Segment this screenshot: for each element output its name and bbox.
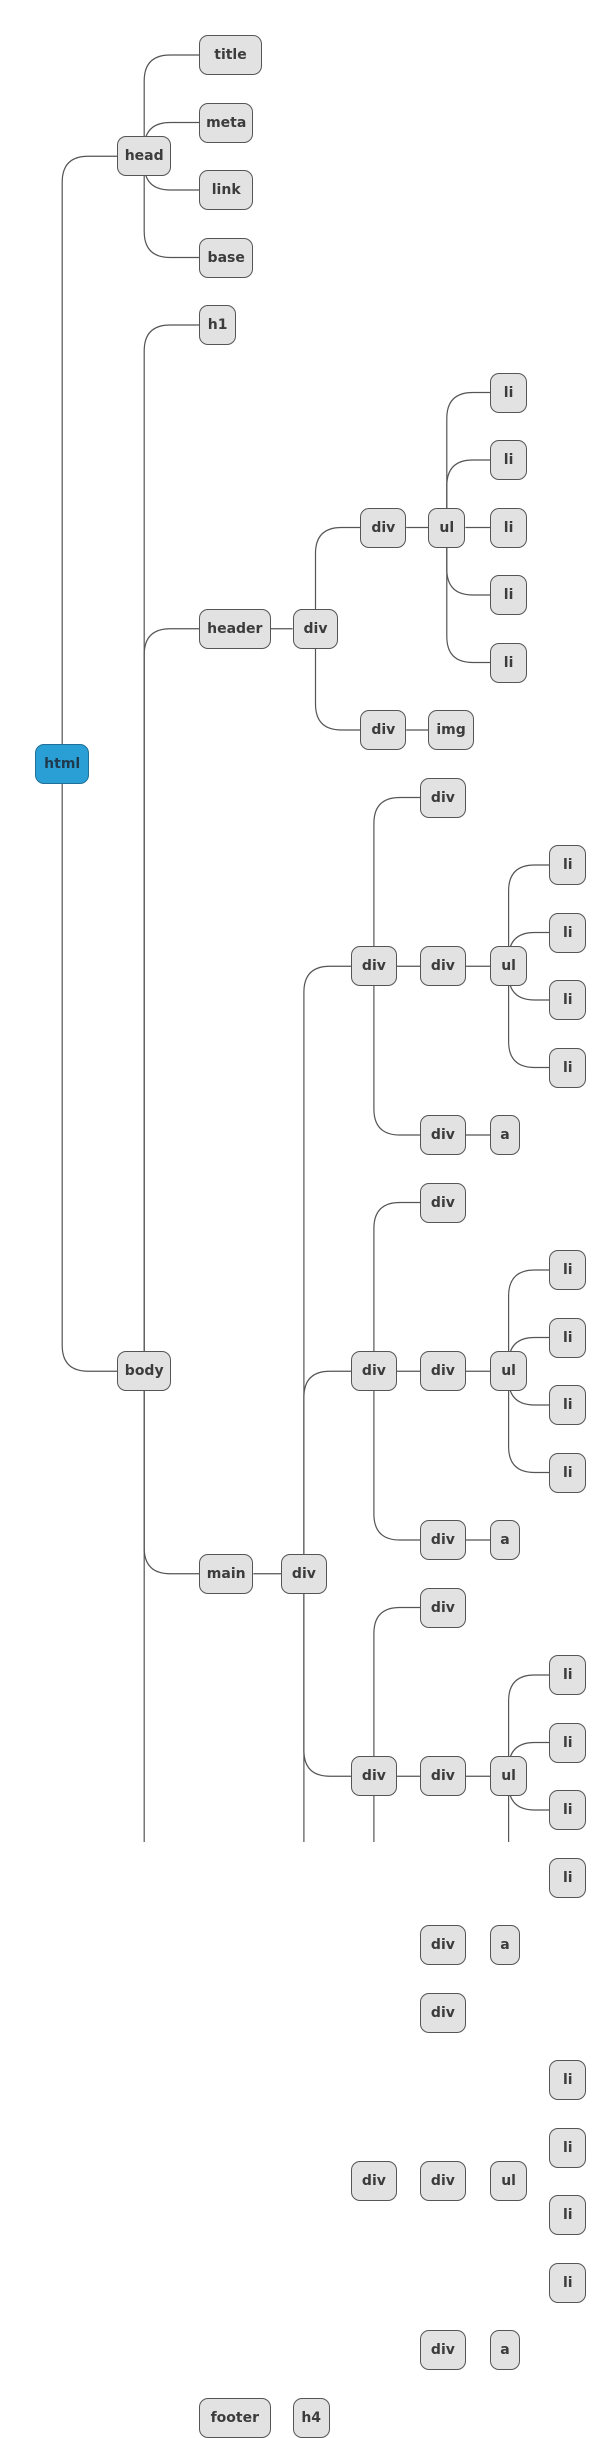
tree-node-div[interactable]: div [420, 1587, 466, 1628]
tree-node-li[interactable]: li [549, 1047, 587, 1088]
tree-node-a[interactable]: a [490, 1925, 520, 1965]
tree-node-a[interactable]: a [490, 1520, 520, 1560]
tree-node-div[interactable]: div [420, 1115, 466, 1155]
edge-ul-to-li [508, 1269, 550, 1372]
tree-node-div[interactable]: div [281, 1553, 327, 1594]
tree-node-li[interactable]: li [549, 1385, 587, 1425]
tree-node-div[interactable]: div [360, 710, 407, 750]
tree-node-base[interactable]: base [199, 237, 254, 278]
tree-node-li[interactable]: li [549, 2262, 587, 2303]
edge-div-to-div [373, 796, 420, 967]
tree-node-li[interactable]: li [549, 1250, 587, 1290]
tree-node-a[interactable]: a [490, 1115, 520, 1155]
tree-node-ul[interactable]: ul [490, 2161, 528, 2202]
tree-node-div[interactable]: div [420, 1182, 466, 1223]
tree-node-li[interactable]: li [490, 372, 528, 413]
tree-node-li[interactable]: li [549, 1722, 587, 1763]
edge-ul-to-li [446, 459, 490, 528]
tree-node-li[interactable]: li [549, 2127, 587, 2168]
tree-node-li[interactable]: li [490, 575, 528, 615]
tree-node-li[interactable]: li [490, 642, 528, 683]
tree-node-ul[interactable]: ul [428, 507, 466, 548]
mindmap-connectors [61, 54, 550, 1842]
edge-ul-to-li [446, 391, 490, 528]
edge-div-to-div [373, 966, 420, 1136]
tree-node-li[interactable]: li [549, 1857, 587, 1898]
tree-node-div[interactable]: div [420, 1925, 466, 1965]
tree-node-body[interactable]: body [117, 1351, 172, 1392]
tree-node-footer[interactable]: footer [199, 2397, 271, 2438]
tree-node-h4[interactable]: h4 [292, 2397, 330, 2438]
edge-div-to-div [314, 628, 361, 731]
edge-head-to-title [143, 54, 199, 157]
tree-node-div[interactable]: div [420, 1756, 466, 1797]
tree-node-li[interactable]: li [549, 1655, 587, 1695]
tree-node-header[interactable]: header [199, 608, 271, 649]
edge-div-to-div [303, 965, 351, 1574]
tree-node-div[interactable]: div [420, 1520, 466, 1560]
tree-node-div[interactable]: div [351, 2161, 397, 2202]
tree-node-div[interactable]: div [420, 777, 466, 818]
tree-node-div[interactable]: div [292, 608, 339, 649]
tree-node-div[interactable]: div [420, 2161, 466, 2202]
edge-ul-to-li [446, 527, 490, 664]
tree-node-li[interactable]: li [490, 507, 528, 548]
tree-node-li[interactable]: li [549, 2195, 587, 2235]
tree-node-div[interactable]: div [360, 507, 407, 548]
tree-node-div[interactable]: div [420, 2330, 466, 2370]
tree-node-div[interactable]: div [351, 1351, 397, 1392]
tree-node-div[interactable]: div [420, 946, 466, 987]
tree-node-main[interactable]: main [199, 1553, 254, 1594]
tree-node-title[interactable]: title [199, 35, 262, 75]
tree-node-ul[interactable]: ul [490, 1351, 528, 1392]
edge-div-to-div [373, 1606, 420, 1777]
edge-body-to-main [143, 1371, 199, 1575]
tree-node-li[interactable]: li [549, 1452, 587, 1493]
tree-node-div[interactable]: div [351, 946, 397, 987]
edge-div-to-div [314, 526, 361, 629]
edge-div-to-div [303, 1370, 351, 1574]
tree-node-li[interactable]: li [549, 845, 587, 885]
tree-node-li[interactable]: li [549, 912, 587, 953]
edge-ul-to-li [508, 1371, 550, 1474]
tree-node-div[interactable]: div [351, 1756, 397, 1797]
edge-ul-to-li [508, 1674, 550, 1777]
edge-body-to-footer [143, 1371, 145, 1842]
edge-ul-to-li [508, 864, 550, 967]
tree-node-li[interactable]: li [549, 1317, 587, 1358]
tree-node-ul[interactable]: ul [490, 946, 528, 987]
tree-node-h1[interactable]: h1 [199, 305, 237, 345]
tree-node-a[interactable]: a [490, 2330, 520, 2370]
tree-node-li[interactable]: li [490, 440, 528, 480]
edge-body-to-header [143, 628, 199, 1372]
edge-html-to-head [61, 155, 117, 764]
edge-html-to-body [61, 763, 117, 1372]
root-node-html[interactable]: html [35, 743, 90, 784]
tree-node-ul[interactable]: ul [490, 1756, 528, 1797]
edge-ul-to-li [508, 966, 550, 1069]
tree-node-img[interactable]: img [428, 710, 474, 750]
edge-div-to-div [373, 1201, 420, 1372]
tree-node-li[interactable]: li [549, 980, 587, 1020]
tree-node-head[interactable]: head [117, 136, 172, 177]
edge-head-to-base [143, 156, 199, 259]
edge-div-to-div [373, 1371, 420, 1541]
edge-div-to-div [303, 1573, 305, 1842]
edge-div-to-div [303, 1573, 351, 1777]
edge-body-to-h1 [143, 324, 199, 1372]
tree-node-link[interactable]: link [199, 170, 254, 210]
tree-node-meta[interactable]: meta [199, 102, 254, 143]
tree-node-div[interactable]: div [420, 1992, 466, 2033]
tree-node-li[interactable]: li [549, 1790, 587, 1830]
tree-node-div[interactable]: div [420, 1351, 466, 1392]
tree-node-li[interactable]: li [549, 2060, 587, 2100]
